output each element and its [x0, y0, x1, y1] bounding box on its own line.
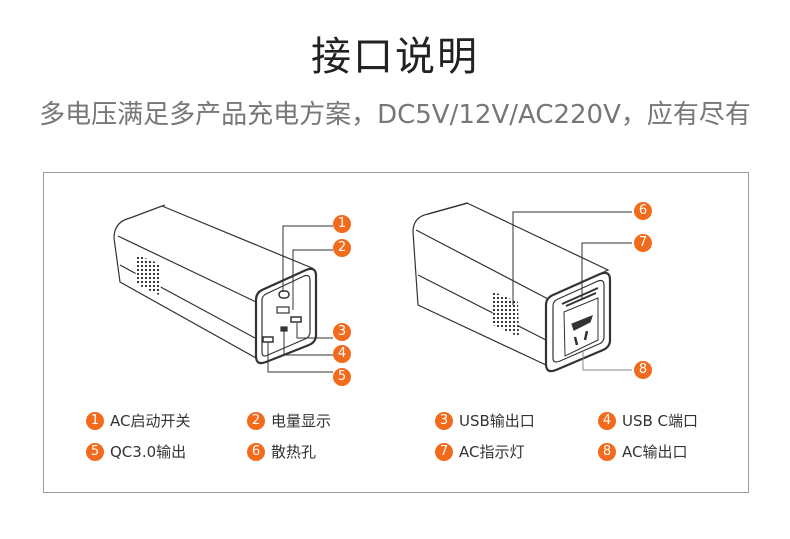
- marker-3: 3: [333, 323, 351, 341]
- marker-1: 1: [333, 215, 351, 233]
- vent-grill-left: [135, 254, 161, 296]
- legend-item: 2 电量显示: [247, 410, 331, 431]
- legend-number: 6: [247, 442, 265, 461]
- legend-label: QC3.0输出: [110, 443, 187, 461]
- legend-number: 4: [598, 411, 616, 430]
- legend-item: 5 QC3.0输出: [86, 441, 186, 462]
- legend-number: 8: [598, 442, 616, 461]
- marker-8: 8: [634, 361, 652, 379]
- legend-item: 6 散热孔: [247, 441, 316, 462]
- legend-item: 7 AC指示灯: [435, 441, 524, 462]
- marker-4: 4: [333, 345, 351, 363]
- marker-6: 6: [634, 202, 652, 220]
- legend-label: 散热孔: [271, 443, 317, 461]
- page-subtitle: 多电压满足多产品充电方案，DC5V/12V/AC220V，应有尽有: [39, 100, 751, 130]
- legend-number: 1: [86, 411, 104, 430]
- legend-item: 4 USB C端口: [598, 410, 698, 431]
- page-title: 接口说明: [311, 34, 479, 80]
- legend-label: AC指示灯: [459, 443, 525, 461]
- device-front-view: [113, 204, 318, 365]
- legend-number: 3: [435, 411, 453, 430]
- leader-lines-left: [267, 225, 333, 373]
- legend-number: 7: [435, 442, 453, 461]
- diagram-frame: [43, 172, 749, 493]
- legend-number: 5: [86, 442, 104, 461]
- legend-item: 8 AC输出口: [598, 441, 687, 462]
- marker-2: 2: [333, 239, 351, 257]
- leader-lines-right: [512, 211, 632, 371]
- legend-label: 电量显示: [271, 412, 332, 430]
- legend-label: USB输出口: [459, 412, 535, 430]
- device-ac-view: [412, 202, 612, 373]
- legend-label: USB C端口: [622, 412, 699, 430]
- legend-number: 2: [247, 411, 265, 430]
- vent-grill-right: [492, 291, 519, 337]
- legend-label: AC启动开关: [110, 412, 191, 430]
- legend-item: 1 AC启动开关: [86, 410, 190, 431]
- marker-5: 5: [333, 368, 351, 386]
- marker-7: 7: [634, 234, 652, 252]
- legend-item: 3 USB输出口: [435, 410, 535, 431]
- legend-label: AC输出口: [622, 443, 688, 461]
